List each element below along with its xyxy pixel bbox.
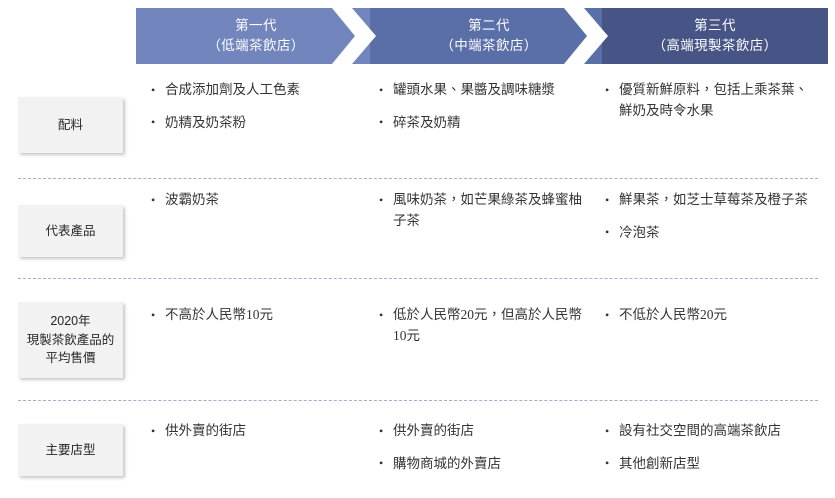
header-title-2: 第二代	[468, 18, 510, 34]
row-label-ingredients: 配料	[18, 97, 123, 153]
cell-gen1-ingredients: 合成添加劑及人工色素 奶精及奶茶粉	[150, 80, 365, 134]
list-item: 碎茶及奶精	[378, 112, 588, 134]
header-subtitle-2: （中端茶飲店）	[440, 38, 538, 53]
header-column-generation-1: 第一代 （低端茶飲店）	[136, 8, 376, 64]
list-item: 供外賣的街店	[378, 421, 588, 442]
row-label-line: 主要店型	[45, 442, 96, 457]
row-separator	[18, 278, 818, 279]
header-subtitle-3: （高端現製茶飲店）	[652, 38, 778, 53]
list-item: 冷泡茶	[604, 222, 819, 244]
list-item: 優質新鮮原料，包括上乘茶葉、鮮奶及時令水果	[604, 80, 819, 122]
list-item: 風味奶茶，如芒果綠茶及蜂蜜柚子茶	[378, 190, 588, 232]
row-label-line: 現製茶飲產品的	[26, 332, 115, 347]
header-title-3: 第三代	[694, 18, 736, 34]
cell-gen2-average-price: 低於人民幣20元，但高於人民幣10元	[378, 305, 588, 347]
list-item: 波霸奶茶	[150, 190, 365, 211]
cell-gen3-representative-products: 鮮果茶，如芝士草莓茶及橙子茶 冷泡茶	[604, 190, 819, 244]
row-label-line: 配料	[57, 117, 83, 132]
row-label-line: 平均售價	[45, 351, 96, 366]
cell-gen2-ingredients: 罐頭水果、果醬及調味糖漿 碎茶及奶精	[378, 80, 588, 134]
list-item: 購物商城的外賣店	[378, 453, 588, 475]
cell-gen3-average-price: 不低於人民幣20元	[604, 305, 819, 326]
list-item: 合成添加劑及人工色素	[150, 80, 365, 101]
row-label-main-store-types: 主要店型	[18, 424, 123, 476]
row-separator	[18, 178, 818, 179]
header-column-generation-3: 第三代 （高端現製茶飲店）	[602, 8, 828, 64]
cell-gen1-representative-products: 波霸奶茶	[150, 190, 365, 211]
list-item: 奶精及奶茶粉	[150, 112, 365, 134]
row-label-average-price-2020: 2020年 現製茶飲產品的 平均售價	[18, 302, 123, 378]
list-item: 其他創新店型	[604, 453, 819, 475]
row-label-representative-products: 代表產品	[18, 205, 123, 257]
row-label-line: 代表產品	[45, 223, 96, 238]
header-column-generation-2: 第二代 （中端茶飲店）	[370, 8, 608, 64]
cell-gen1-average-price: 不高於人民幣10元	[150, 305, 365, 326]
cell-gen3-ingredients: 優質新鮮原料，包括上乘茶葉、鮮奶及時令水果	[604, 80, 819, 122]
cell-gen1-store-types: 供外賣的街店	[150, 421, 365, 442]
cell-gen2-representative-products: 風味奶茶，如芒果綠茶及蜂蜜柚子茶	[378, 190, 588, 232]
header-band: 第一代 （低端茶飲店） 第二代 （中端茶飲店） 第三代 （高端現製茶飲店）	[136, 8, 828, 64]
list-item: 低於人民幣20元，但高於人民幣10元	[378, 305, 588, 347]
cell-gen2-store-types: 供外賣的街店 購物商城的外賣店	[378, 421, 588, 475]
row-separator	[18, 400, 818, 401]
list-item: 不高於人民幣10元	[150, 305, 365, 326]
list-item: 罐頭水果、果醬及調味糖漿	[378, 80, 588, 101]
cell-gen3-store-types: 設有社交空間的高端茶飲店 其他創新店型	[604, 421, 819, 475]
header-subtitle-1: （低端茶飲店）	[207, 38, 305, 53]
header-title-1: 第一代	[235, 18, 277, 34]
list-item: 設有社交空間的高端茶飲店	[604, 421, 819, 442]
row-label-line: 2020年	[50, 313, 91, 328]
list-item: 鮮果茶，如芝士草莓茶及橙子茶	[604, 190, 819, 211]
list-item: 不低於人民幣20元	[604, 305, 819, 326]
list-item: 供外賣的街店	[150, 421, 365, 442]
